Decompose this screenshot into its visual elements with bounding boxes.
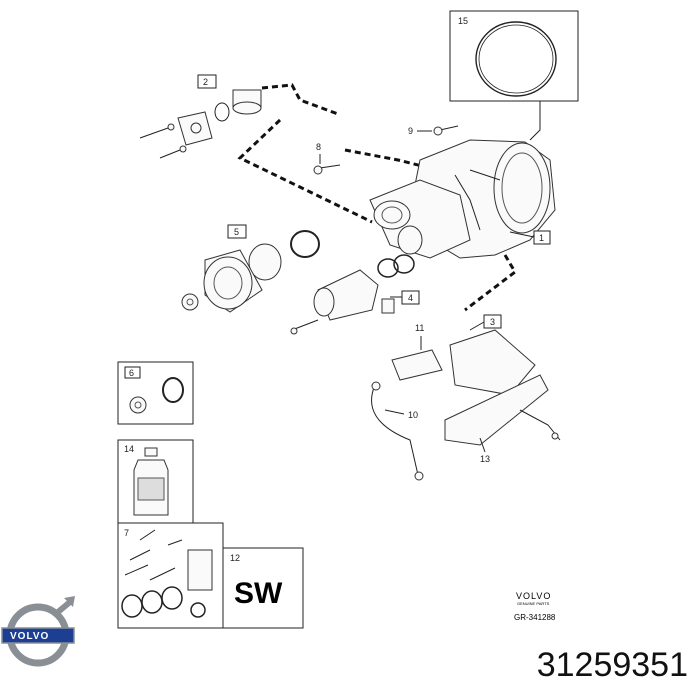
callout-8: 8 [316,142,321,152]
valve-block [187,549,213,591]
callout-7: 7 [124,528,129,538]
part-2-group: 2 [139,74,373,224]
callout-9: 9 [408,126,413,136]
part-1-main-housing: 1 [369,139,556,312]
part-3-control-unit: 3 [444,314,561,446]
callout-4: 4 [408,293,413,303]
brand-name: VOLVO [516,591,551,601]
callout-10: 10 [408,410,418,420]
part-7-inset: 7 [117,522,224,629]
part-9-bolt: 9 [408,125,459,136]
callout-14: 14 [124,444,134,454]
callout-12: 12 [230,553,240,563]
part-10-sensor-cable: 10 [371,381,424,481]
part-6-inset: 6 [117,361,194,425]
part-4-motor: 4 [290,254,420,335]
bottle-cap [144,447,158,457]
callout-5: 5 [234,227,239,237]
part-number: 31259351 [536,646,688,684]
brand-block: VOLVO GENUINE PARTS GR-341288 [514,591,556,622]
part-13-label: 13 [479,437,490,464]
callout-2: 2 [203,77,208,87]
part-11-connector: 11 [391,323,443,381]
part-5-group: 5 [181,224,320,313]
logo-text: VOLVO [10,631,49,642]
diagram-ref: GR-341288 [514,613,556,622]
callout-1: 1 [539,233,544,243]
volvo-logo: VOLVO [1,596,75,667]
part-14-inset: 14 [117,439,194,524]
brand-sub: GENUINE PARTS [517,601,550,606]
callout-3: 3 [490,317,495,327]
callout-11: 11 [415,323,424,333]
part-8-bolt: 8 [313,142,431,175]
part-15-inset: 15 [449,10,579,141]
callout-15: 15 [458,16,468,26]
o-ring-large [475,21,557,97]
callout-6: 6 [129,368,134,378]
callout-13: 13 [480,454,490,464]
sw-label: SW [234,577,283,610]
part-12-inset: 12 SW [222,547,304,629]
